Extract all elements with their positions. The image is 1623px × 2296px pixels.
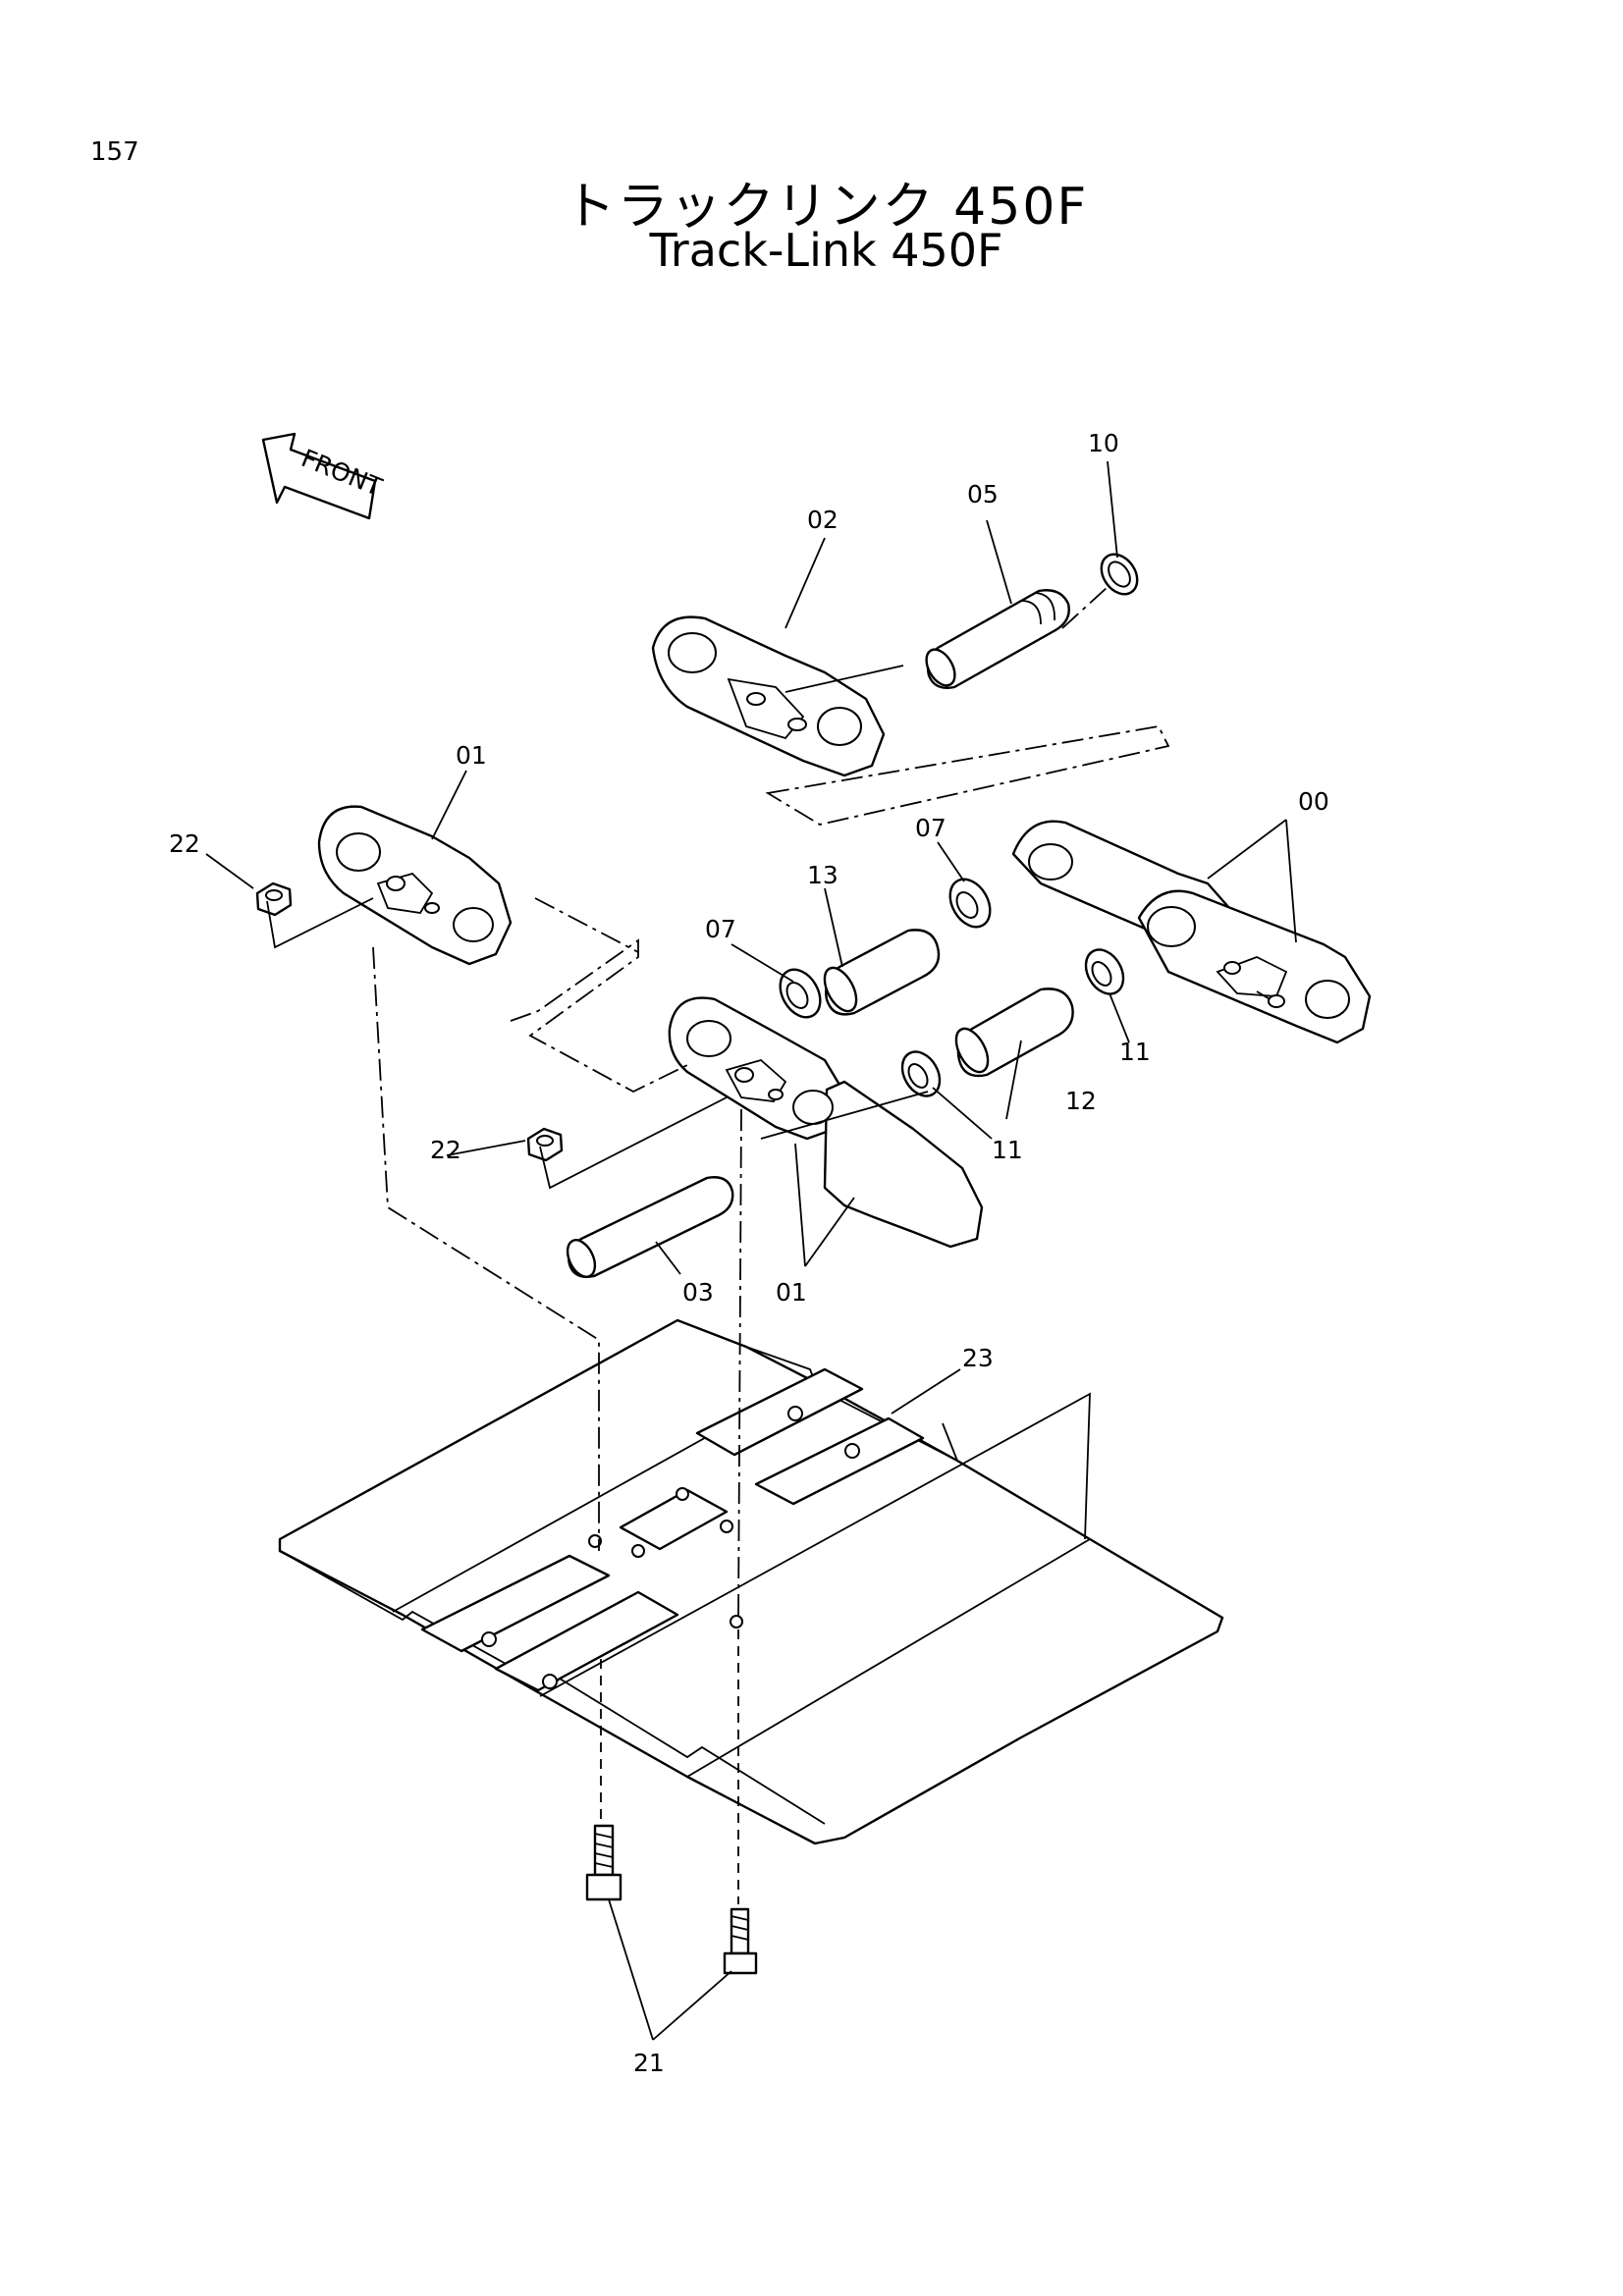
front-arrow-icon: FRONT: [261, 432, 387, 520]
callout-07-upper: 07: [915, 814, 947, 842]
callout-00: 00: [1298, 787, 1329, 816]
seal-07-upper: [948, 878, 992, 929]
bushing-13: [823, 929, 941, 1016]
callout-07-lower: 07: [705, 915, 736, 943]
track-link-02: [651, 615, 886, 777]
bolt-21-left: [585, 1824, 622, 1901]
callout-21: 21: [633, 2049, 665, 2077]
callout-11-right: 11: [1119, 1038, 1151, 1066]
snap-ring-10: [1100, 553, 1139, 596]
callout-01-lower: 01: [776, 1278, 807, 1307]
pin-03: [566, 1176, 734, 1278]
nut-22-lower: [526, 1127, 564, 1162]
callout-10: 10: [1088, 429, 1119, 457]
track-shoe: [278, 1318, 1224, 1845]
bolt-21-right: [723, 1907, 758, 1975]
page-title-japanese: トラックリンク 450F: [564, 178, 1089, 237]
seal-11-left: [900, 1050, 942, 1097]
callout-13: 13: [807, 861, 839, 889]
track-link-01-upper: [317, 805, 513, 966]
nut-22-upper: [255, 881, 293, 917]
bushing-12: [954, 988, 1074, 1078]
callout-22-lower: 22: [430, 1136, 461, 1164]
page-number: 157: [90, 137, 139, 167]
seal-11-right: [1084, 948, 1125, 995]
callout-11-left: 11: [992, 1136, 1023, 1164]
page-title-english: Track-Link 450F: [649, 224, 1003, 277]
seal-07-lower: [779, 968, 822, 1019]
track-link-assembly-00: [1011, 820, 1372, 1044]
assembly-frame-upper: [765, 725, 1170, 826]
pin-05: [925, 589, 1070, 689]
callout-01-upper: 01: [456, 741, 487, 770]
callout-12: 12: [1065, 1087, 1097, 1115]
callout-05: 05: [967, 480, 999, 508]
callout-23: 23: [962, 1344, 994, 1372]
callout-22-upper: 22: [169, 829, 200, 858]
callout-03: 03: [682, 1278, 714, 1307]
track-link-01-lower: [668, 996, 984, 1249]
callout-02: 02: [807, 506, 839, 534]
